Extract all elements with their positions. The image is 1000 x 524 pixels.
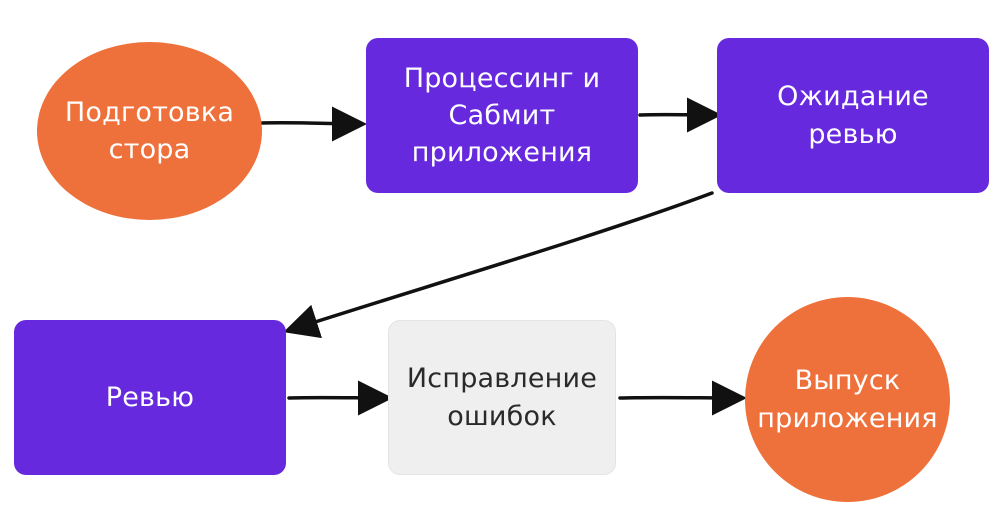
node-fix-errors-label: Исправление ошибок	[406, 363, 598, 432]
node-waiting-review: Ожидание ревью	[717, 38, 989, 193]
node-processing-submit: Процессинг и Сабмит приложения	[366, 38, 638, 193]
node-review: Ревью	[14, 320, 286, 475]
arrow-waiting-to-review	[283, 191, 714, 339]
node-processing-submit-label: Процессинг и Сабмит приложения	[403, 62, 601, 169]
node-release-app-label: Выпуск приложения	[757, 365, 938, 434]
node-review-label: Ревью	[105, 381, 195, 413]
arrow-prepare-to-processing	[260, 106, 367, 142]
node-release-app: Выпуск приложения	[745, 297, 950, 502]
node-waiting-review-label: Ожидание ревью	[777, 81, 929, 150]
node-prepare-store: Подготовка стора	[37, 42, 262, 220]
node-fix-errors: Исправление ошибок	[388, 320, 616, 475]
node-prepare-store-label: Подготовка стора	[64, 96, 235, 165]
